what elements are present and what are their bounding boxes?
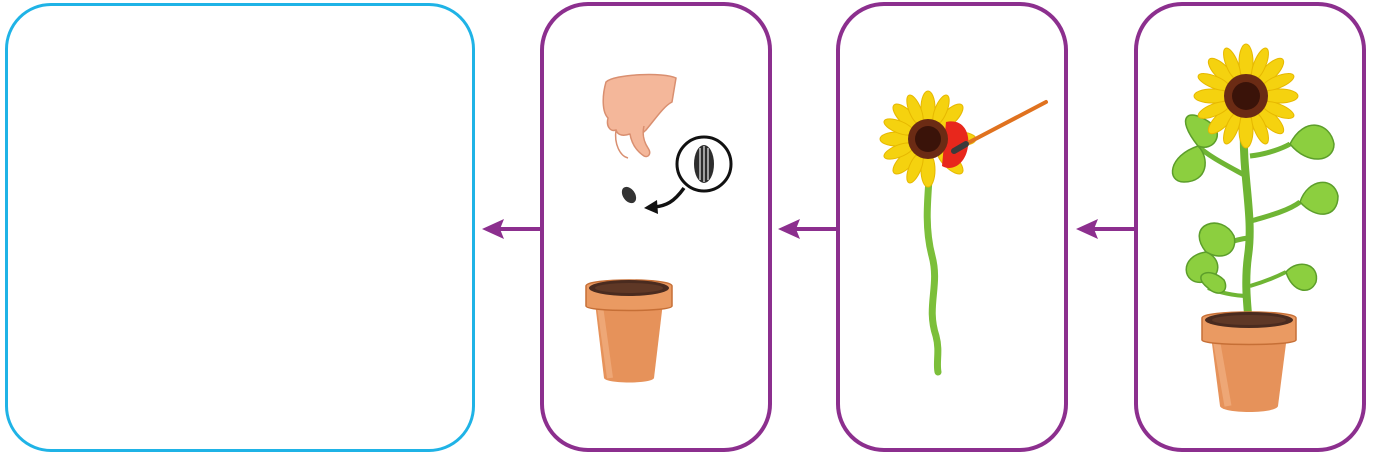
arrow-seeding-to-answer <box>482 219 540 239</box>
arrow-pollination-to-seeding <box>778 219 836 239</box>
arrow-grown-to-pollination <box>1076 219 1134 239</box>
